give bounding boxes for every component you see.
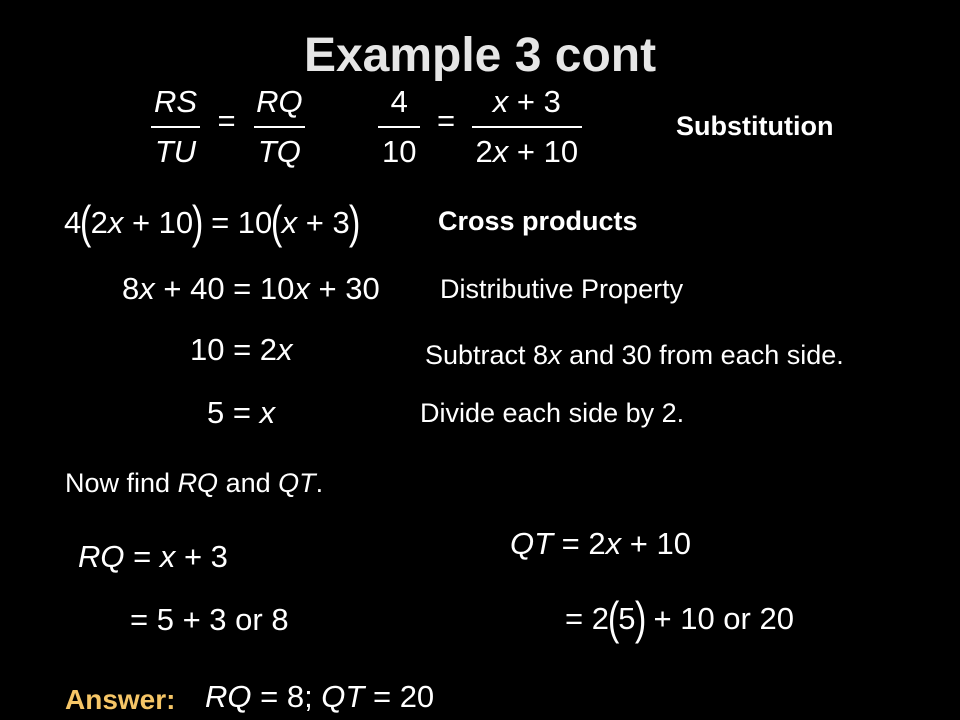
equation-10-equals-2x: 10 = 2x bbox=[190, 332, 293, 367]
proportion-substituted: 4 10 = x + 3 2x + 10 bbox=[378, 84, 583, 170]
proportion-variables: RS TU = RQ TQ bbox=[150, 84, 307, 170]
subtract-label: Subtract 8x and 30 from each side. bbox=[425, 340, 844, 370]
now-find-text: Now find RQ and QT. bbox=[65, 468, 324, 498]
equation-rq-value: = 5 + 3 or 8 bbox=[130, 602, 289, 637]
fraction-rq-tq: RQ TQ bbox=[252, 84, 307, 170]
substitution-label: Substitution bbox=[676, 111, 834, 141]
answer-label: Answer: bbox=[65, 684, 176, 715]
fraction-x-plus-3-over-2x-plus-10: x + 3 2x + 10 bbox=[471, 84, 583, 170]
equation-5-equals-x: 5 = x bbox=[207, 395, 276, 430]
fraction-rs-tu: RS TU bbox=[150, 84, 201, 170]
answer-equation: RQ = 8; QT = 20 bbox=[205, 679, 435, 714]
equals-sign: = bbox=[436, 103, 456, 139]
equals-sign: = bbox=[217, 103, 236, 139]
cross-products-label: Cross products bbox=[438, 206, 638, 236]
distributive-property-label: Distributive Property bbox=[440, 274, 684, 304]
equation-rq: RQ = x + 3 bbox=[78, 539, 228, 574]
equation-cross-products: 4(2x + 10) = 10(x + 3) bbox=[64, 196, 361, 248]
fraction-4-10: 4 10 bbox=[378, 84, 421, 170]
equation-qt-value: = 2(5) + 10 or 20 bbox=[565, 592, 794, 644]
equation-qt: QT = 2x + 10 bbox=[510, 526, 691, 561]
equation-distributed: 8x + 40 = 10x + 30 bbox=[122, 271, 380, 306]
slide-title: Example 3 cont bbox=[303, 29, 657, 82]
divide-label: Divide each side by 2. bbox=[420, 398, 685, 428]
